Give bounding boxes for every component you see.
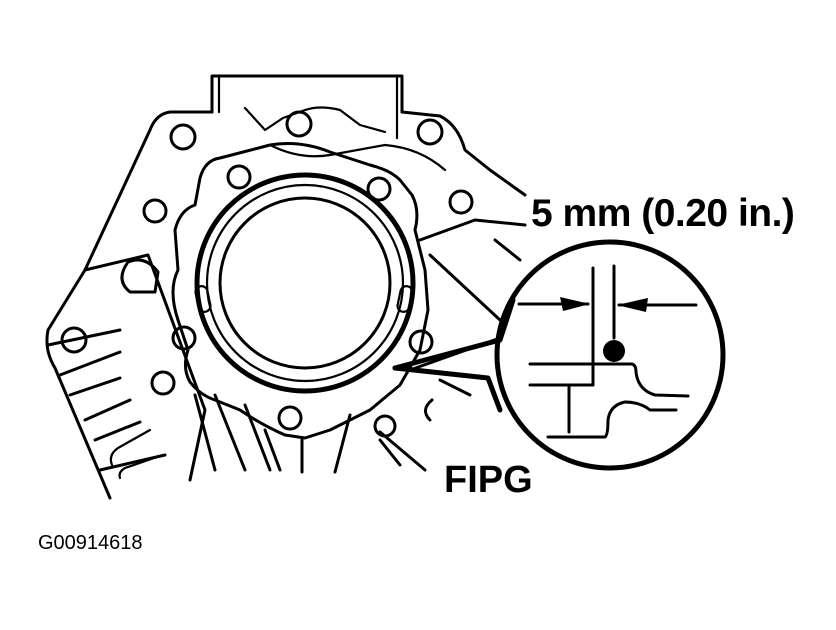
lower-ribs xyxy=(193,393,402,474)
detail-circle xyxy=(494,239,726,471)
dimension-arrows xyxy=(517,297,698,312)
figure-id: G00914618 xyxy=(38,532,143,554)
sealant-bead xyxy=(603,340,625,362)
case-outline xyxy=(45,110,527,500)
top-boss xyxy=(210,74,404,140)
oil-seal xyxy=(194,172,416,394)
dimension-label: 5 mm (0.20 in.) xyxy=(531,192,795,235)
fipg-label: FIPG xyxy=(444,459,533,501)
fipg-leader-line xyxy=(378,430,427,472)
